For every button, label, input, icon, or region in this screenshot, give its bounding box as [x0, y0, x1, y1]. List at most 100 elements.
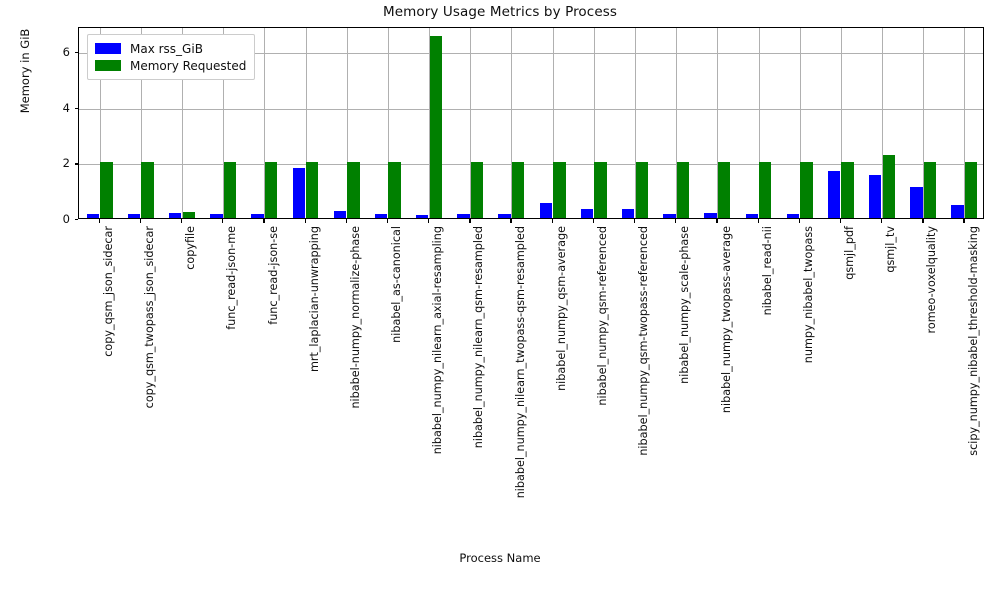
bar-memory-requested: [800, 162, 813, 218]
bar-memory-requested: [635, 162, 648, 218]
bar-memory-requested: [512, 162, 525, 218]
x-tick-mark: [222, 219, 224, 223]
bar-max-rss: [539, 202, 552, 218]
bar-memory-requested: [676, 162, 690, 218]
bar-memory-requested: [717, 162, 731, 218]
x-tick-label: qsmjl_pdf: [843, 226, 857, 280]
x-tick-label: qsmjl_tv: [884, 226, 898, 273]
bar-max-rss: [869, 174, 882, 218]
y-tick-mark: [74, 219, 78, 221]
x-tick-mark: [304, 219, 306, 223]
gridline-horizontal: [79, 164, 983, 166]
bar-max-rss: [251, 214, 264, 218]
gridline-vertical: [264, 28, 266, 218]
x-tick-mark: [633, 219, 636, 223]
bar-max-rss: [786, 214, 800, 218]
bar-max-rss: [416, 214, 429, 218]
x-tick-label: nibabel_read-nii: [760, 226, 774, 316]
gridline-vertical: [346, 28, 348, 218]
x-tick-mark: [922, 219, 924, 223]
bar-memory-requested: [223, 162, 237, 218]
x-tick-label: nibabel_numpy_qsm-average: [554, 226, 568, 391]
gridline-vertical: [634, 28, 636, 218]
bar-memory-requested: [841, 162, 854, 218]
bar-max-rss: [168, 212, 182, 218]
x-tick-label: mrt_laplacian-unwrapping: [307, 226, 321, 373]
bar-memory-requested: [264, 162, 278, 218]
bar-memory-requested: [347, 162, 360, 218]
x-tick-label: copyfile: [184, 226, 198, 270]
bar-max-rss: [457, 214, 470, 218]
gridline-vertical: [181, 28, 183, 218]
bar-memory-requested: [100, 162, 113, 218]
x-tick-mark: [428, 219, 430, 223]
y-tick-mark: [74, 52, 78, 54]
x-tick-label: copy_qsm_twopass_json_sidecar: [142, 226, 156, 409]
bar-max-rss: [910, 186, 923, 218]
x-tick-mark: [98, 219, 100, 223]
bar-memory-requested: [882, 155, 895, 218]
gridline-vertical: [552, 28, 554, 218]
bar-max-rss: [745, 214, 758, 218]
bar-max-rss: [86, 214, 99, 218]
bar-memory-requested: [594, 162, 607, 218]
legend-label-max-rss: Max rss_GiB: [130, 41, 203, 56]
legend-swatch-memory-requested: [95, 60, 121, 71]
x-tick-mark: [757, 219, 759, 223]
bar-memory-requested: [429, 35, 442, 218]
bar-memory-requested: [306, 162, 319, 218]
gridline-vertical: [923, 28, 925, 218]
gridline-vertical: [676, 28, 678, 218]
x-tick-mark: [963, 219, 965, 223]
x-tick-mark: [386, 219, 389, 223]
x-tick-mark: [798, 219, 800, 223]
y-tick-label: 2: [62, 156, 70, 171]
legend-item-memory-requested: Memory Requested: [95, 57, 246, 74]
plot-area: [78, 27, 984, 219]
gridline-vertical: [717, 28, 719, 218]
x-tick-label: func_read-json-se: [266, 226, 280, 325]
plot-inner: [79, 28, 983, 218]
x-tick-mark: [469, 219, 471, 223]
x-tick-mark: [551, 219, 553, 223]
bar-memory-requested: [388, 162, 401, 218]
bar-max-rss: [663, 214, 676, 218]
bar-max-rss: [374, 214, 388, 218]
x-tick-mark: [839, 219, 842, 223]
gridline-vertical: [140, 28, 142, 218]
bar-max-rss: [951, 204, 964, 218]
x-tick-label: nibabel_numpy_nilearn_axial-resampling: [431, 226, 445, 455]
bar-max-rss: [210, 214, 223, 218]
x-tick-label: func_read-json-me: [225, 226, 239, 330]
y-tick-label: 0: [62, 212, 70, 226]
gridline-vertical: [964, 28, 966, 218]
legend-swatch-max-rss: [95, 43, 121, 54]
y-tick-mark: [74, 107, 78, 109]
x-tick-label: nibabel-numpy_normalize-phase: [348, 226, 362, 409]
x-tick-mark: [592, 219, 595, 223]
bar-memory-requested: [553, 162, 566, 218]
x-tick-label: copy_qsm_json_sidecar: [101, 226, 115, 357]
bar-max-rss: [498, 214, 511, 218]
gridline-vertical: [593, 28, 595, 218]
x-tick-label: nibabel_numpy_twopass-average: [719, 226, 733, 414]
bar-memory-requested: [965, 162, 978, 218]
x-tick-label: nibabel_numpy_nilearn_twopass-qsm-resamp…: [513, 226, 527, 499]
bar-max-rss: [333, 210, 347, 218]
x-tick-label: romeo-voxelquality: [925, 226, 939, 334]
x-tick-mark: [881, 219, 883, 223]
bar-max-rss: [704, 213, 717, 218]
gridline-vertical: [387, 28, 389, 218]
x-tick-mark: [180, 219, 183, 223]
x-tick-mark: [139, 219, 142, 223]
chart-title: Memory Usage Metrics by Process: [382, 4, 617, 20]
gridline-vertical: [758, 28, 760, 218]
gridline-vertical: [305, 28, 307, 218]
gridline-horizontal: [79, 53, 983, 55]
x-tick-label: nibabel_numpy_qsm-twopass-referenced: [637, 226, 651, 456]
x-tick-mark: [263, 219, 265, 223]
chart-legend: Max rss_GiB Memory Requested: [87, 34, 256, 80]
bar-max-rss: [621, 208, 635, 218]
x-tick-mark: [510, 219, 512, 223]
